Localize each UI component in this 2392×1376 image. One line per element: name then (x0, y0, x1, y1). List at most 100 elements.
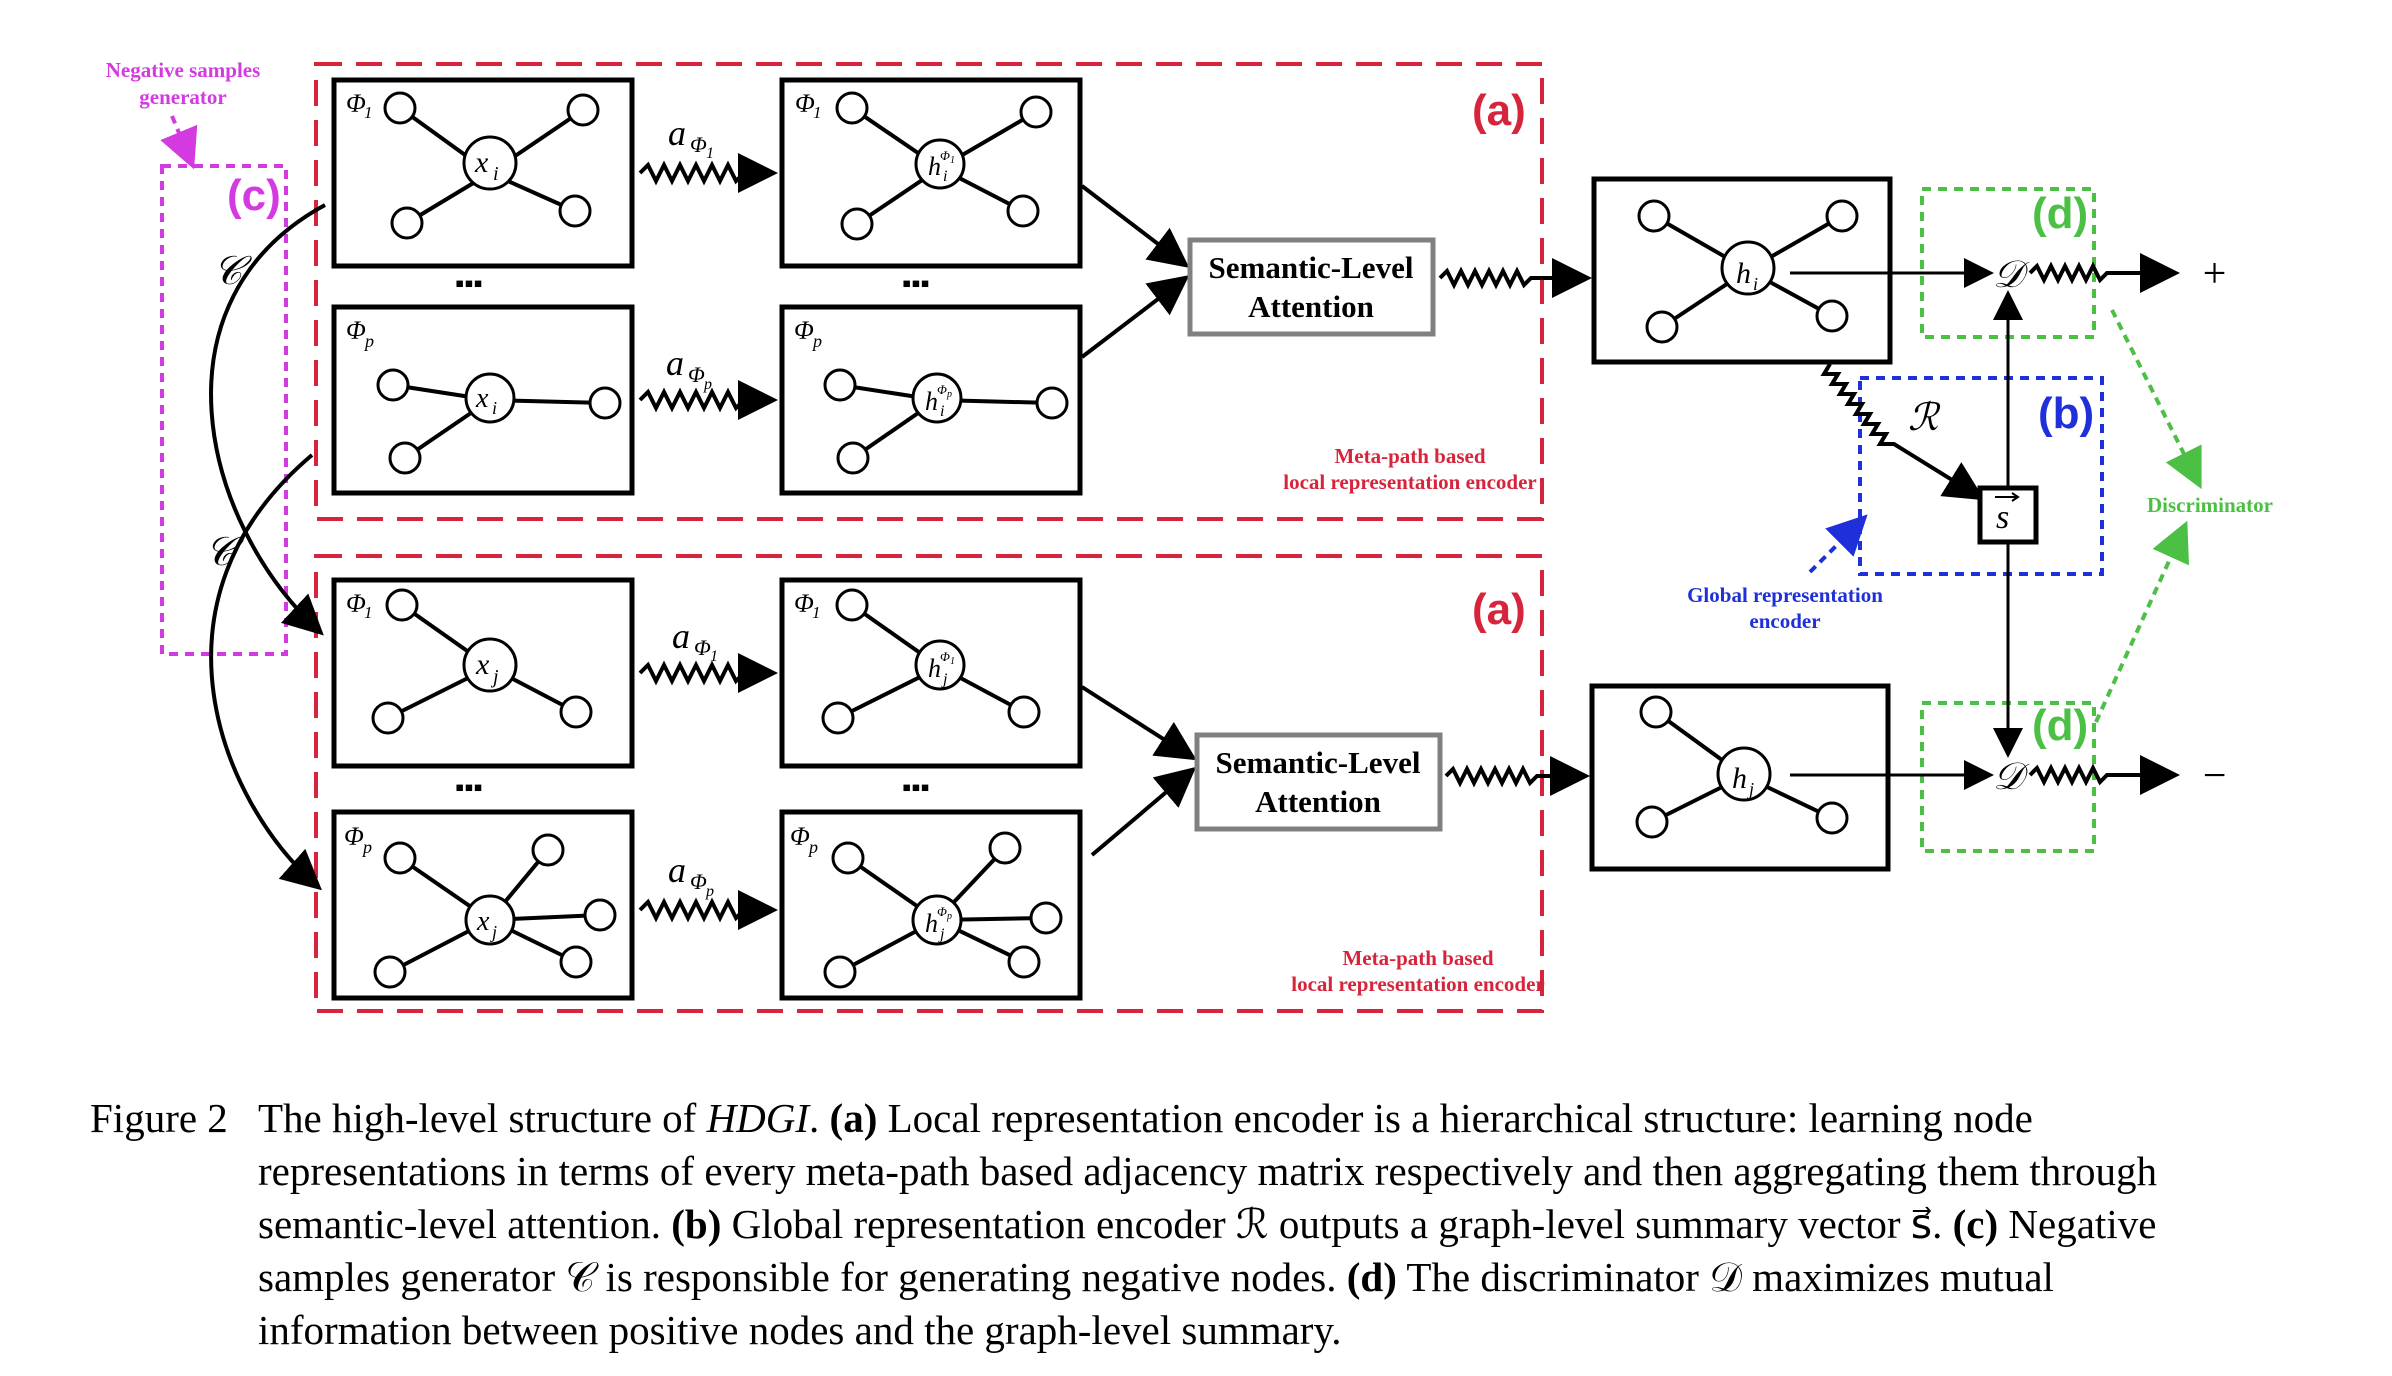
caption-line-3: semantic-level attention. (b) Global rep… (258, 1201, 2157, 1247)
discriminator-bottom-symbol: 𝒟 (1993, 756, 2030, 798)
label-d-bottom: (d) (2032, 701, 2088, 750)
bottom-output-phi1-panel: h j Φ 1 Φ 1 (779, 577, 1083, 769)
svg-text:p: p (811, 331, 822, 351)
svg-text:a: a (672, 616, 690, 656)
top-output-phi1-panel: h i Φ 1 Φ 1 (779, 77, 1083, 269)
svg-text:Φ: Φ (794, 316, 814, 345)
top-phi1-to-attention-arrow (1080, 184, 1190, 268)
svg-text:i: i (493, 163, 499, 185)
svg-text:Φ: Φ (790, 822, 810, 851)
svg-text:p: p (363, 331, 374, 351)
svg-text:Φ: Φ (344, 822, 364, 851)
negative-sampler-region (160, 164, 288, 656)
svg-text:Φ: Φ (937, 904, 947, 919)
a-phip-label: a (666, 343, 684, 383)
attention-arrow-bottom-phi1 (638, 653, 778, 693)
phip-label: Φ (346, 316, 366, 345)
svg-text:1: 1 (364, 603, 373, 622)
bottom-output-phip-panel: h j Φ p Φ p (779, 809, 1083, 1001)
svg-text:h: h (1736, 257, 1751, 290)
discriminator-top-output (2028, 253, 2180, 293)
svg-text:Φ: Φ (940, 649, 950, 664)
svg-text:Semantic-Level: Semantic-Level (1209, 250, 1414, 285)
svg-text:p: p (361, 837, 372, 857)
global-encoder-pointer (1808, 514, 1868, 574)
negative-node-panel: h j (1589, 683, 1891, 872)
readout-arrow (1820, 362, 1985, 501)
plus-sign: + (2200, 251, 2228, 297)
negative-samples-label: Negative samples (106, 58, 261, 82)
svg-text:p: p (946, 911, 952, 922)
svg-text:i: i (492, 398, 497, 418)
svg-text:j: j (938, 926, 945, 943)
phi1-label: Φ (346, 89, 366, 118)
meta-path-label-top: Meta-path based (1334, 444, 1485, 468)
minus-sign: − (2200, 753, 2228, 799)
svg-text:Φ: Φ (690, 132, 707, 157)
discriminator-pointer-bottom (2094, 520, 2189, 723)
svg-text:p: p (703, 376, 712, 393)
svg-text:p: p (807, 837, 818, 857)
summary-vector-symbol: s (1996, 499, 2009, 536)
svg-text:x: x (475, 648, 490, 681)
svg-text:1: 1 (710, 648, 718, 665)
svg-text:h: h (1732, 762, 1747, 795)
ellipsis-top-left: ▪▪▪ (455, 268, 483, 298)
meta-path-label-bottom: Meta-path based (1342, 946, 1493, 970)
bottom-input-phip-panel: x j Φ p (331, 809, 635, 1001)
corruption-symbol-bottom: 𝒞 (205, 529, 244, 574)
label-a-top: (a) (1472, 86, 1526, 135)
x-i-symbol: x (474, 146, 489, 179)
corruption-symbol-top: 𝒞 (213, 248, 252, 293)
svg-text:j: j (941, 671, 948, 688)
svg-text:Φ: Φ (940, 148, 950, 163)
semantic-attention-bottom-box (1194, 732, 1443, 832)
bottom-input-phi1-panel: x j Φ 1 (331, 577, 635, 769)
svg-text:1: 1 (706, 145, 714, 162)
discriminator-pointer-top (2110, 309, 2202, 490)
svg-text:i: i (1753, 274, 1758, 294)
positive-node-panel: h i (1591, 176, 1893, 365)
label-a-bottom: (a) (1472, 585, 1526, 634)
svg-text:j: j (490, 666, 499, 688)
svg-text:Φ: Φ (937, 382, 947, 397)
svg-text:Φ: Φ (694, 635, 711, 660)
svg-text:Φ: Φ (690, 869, 707, 894)
readout-symbol: ℛ (1908, 397, 1941, 439)
svg-text:local representation encoder: local representation encoder (1291, 972, 1545, 996)
top-phip-to-attention-arrow (1080, 275, 1190, 359)
top-input-phi1-panel: x i Φ 1 (331, 77, 635, 269)
svg-text:Φ: Φ (794, 589, 814, 618)
svg-text:p: p (705, 883, 714, 900)
top-input-phip-panel: x i Φ p (331, 304, 635, 496)
semantic-attention-top-box (1187, 237, 1436, 337)
svg-text:i: i (943, 168, 947, 185)
svg-text:p: p (946, 389, 952, 400)
svg-text:h: h (925, 909, 938, 938)
discriminator-bottom-output (2028, 755, 2180, 795)
global-encoder-region (1858, 376, 2104, 576)
svg-text:generator: generator (139, 85, 226, 109)
attention-arrow-bottom-phip (638, 890, 778, 930)
caption-line-2: representations in terms of every meta-p… (258, 1148, 2157, 1194)
svg-text:1: 1 (950, 155, 955, 166)
bottom-phi1-to-attention-arrow (1080, 685, 1197, 761)
svg-text:h: h (925, 387, 938, 416)
ellipsis-top-right: ▪▪▪ (902, 268, 930, 298)
svg-text:1: 1 (364, 103, 373, 122)
svg-text:1: 1 (812, 603, 821, 622)
discriminator-top-symbol: 𝒟 (1993, 254, 2030, 296)
svg-text:x: x (476, 906, 490, 937)
negative-samples-pointer (160, 115, 198, 170)
a-phi1-label: a (668, 113, 686, 153)
svg-text:Φ: Φ (688, 362, 705, 387)
svg-text:i: i (940, 403, 944, 420)
bottom-phip-to-attention-arrow (1090, 766, 1197, 857)
svg-text:a: a (668, 850, 686, 890)
local-encoder-bottom-region (314, 554, 1544, 1013)
svg-text:Φ: Φ (795, 89, 815, 118)
ellipsis-bottom-left: ▪▪▪ (455, 772, 483, 802)
svg-text:1: 1 (950, 656, 955, 667)
attention-to-summary-bottom-arrow (1444, 756, 1590, 796)
